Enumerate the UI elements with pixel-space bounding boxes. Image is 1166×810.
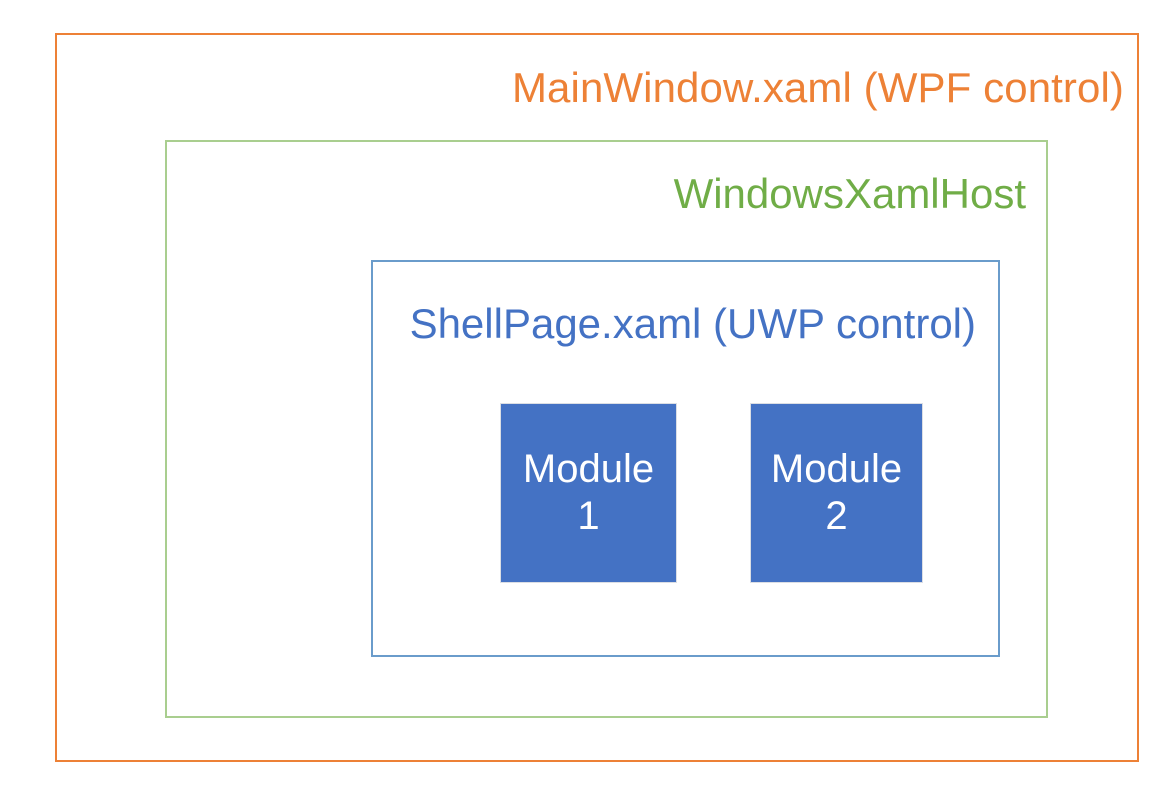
windows-xaml-host-label: WindowsXamlHost (673, 170, 1026, 217)
wpf-mainwindow-label: MainWindow.xaml (WPF control) (511, 64, 1124, 111)
uwp-shellpage-label: ShellPage.xaml (UWP control) (409, 300, 976, 347)
module-box-1-title: Module (522, 446, 655, 491)
module-box-2: Module 2 (751, 404, 922, 582)
module-box-1: Module 1 (501, 404, 676, 582)
module-box-1-number: 1 (577, 494, 600, 538)
uwp-shellpage-frame (371, 260, 1000, 657)
module-box-2-title: Module (770, 446, 903, 491)
windows-xaml-host-frame (165, 140, 1048, 718)
wpf-mainwindow-frame (55, 33, 1139, 762)
module-box-2-number: 2 (825, 494, 848, 538)
